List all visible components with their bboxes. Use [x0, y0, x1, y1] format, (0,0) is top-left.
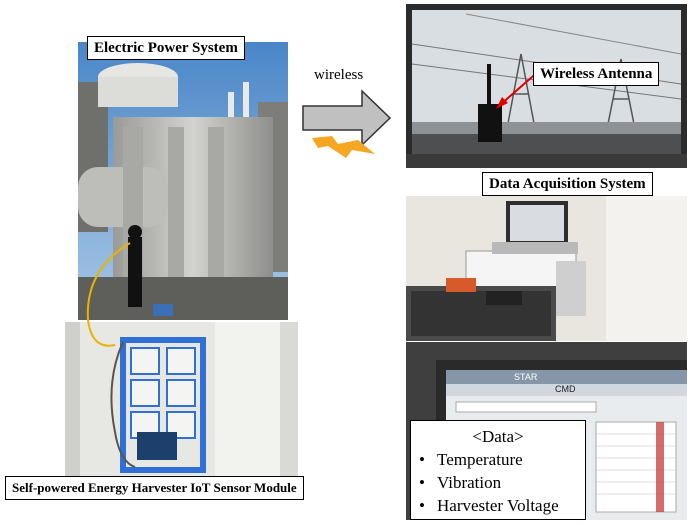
data-acquisition-system-label: Data Acquisition System [482, 172, 653, 196]
sensor-module-label: Self-powered Energy Harvester IoT Sensor… [5, 476, 304, 500]
lightning-icon [312, 136, 375, 158]
data-acquisition-photo [406, 196, 687, 341]
data-list-panel: <Data> Temperature Vibration Harvester V… [410, 420, 586, 520]
transformer-illustration [78, 42, 288, 320]
sensor-module-photo [65, 322, 298, 500]
data-item-harvester-voltage: Harvester Voltage [419, 494, 577, 517]
wireless-text: wireless [314, 67, 364, 83]
data-list: Temperature Vibration Harvester Voltage [419, 448, 577, 517]
transformer-photo [78, 42, 288, 320]
electric-power-system-label: Electric Power System [87, 36, 245, 60]
wireless-antenna-label: Wireless Antenna [533, 62, 660, 86]
monitor-brand-text: STAR [514, 372, 538, 382]
data-list-title: <Data> [472, 427, 524, 446]
data-item-vibration: Vibration [419, 471, 577, 494]
data-item-temperature: Temperature [419, 448, 577, 471]
monitor-cmd-text: CMD [555, 384, 576, 394]
sensor-module-illustration [65, 322, 298, 500]
lab-illustration [406, 196, 687, 341]
wireless-arrow-icon [302, 89, 392, 147]
